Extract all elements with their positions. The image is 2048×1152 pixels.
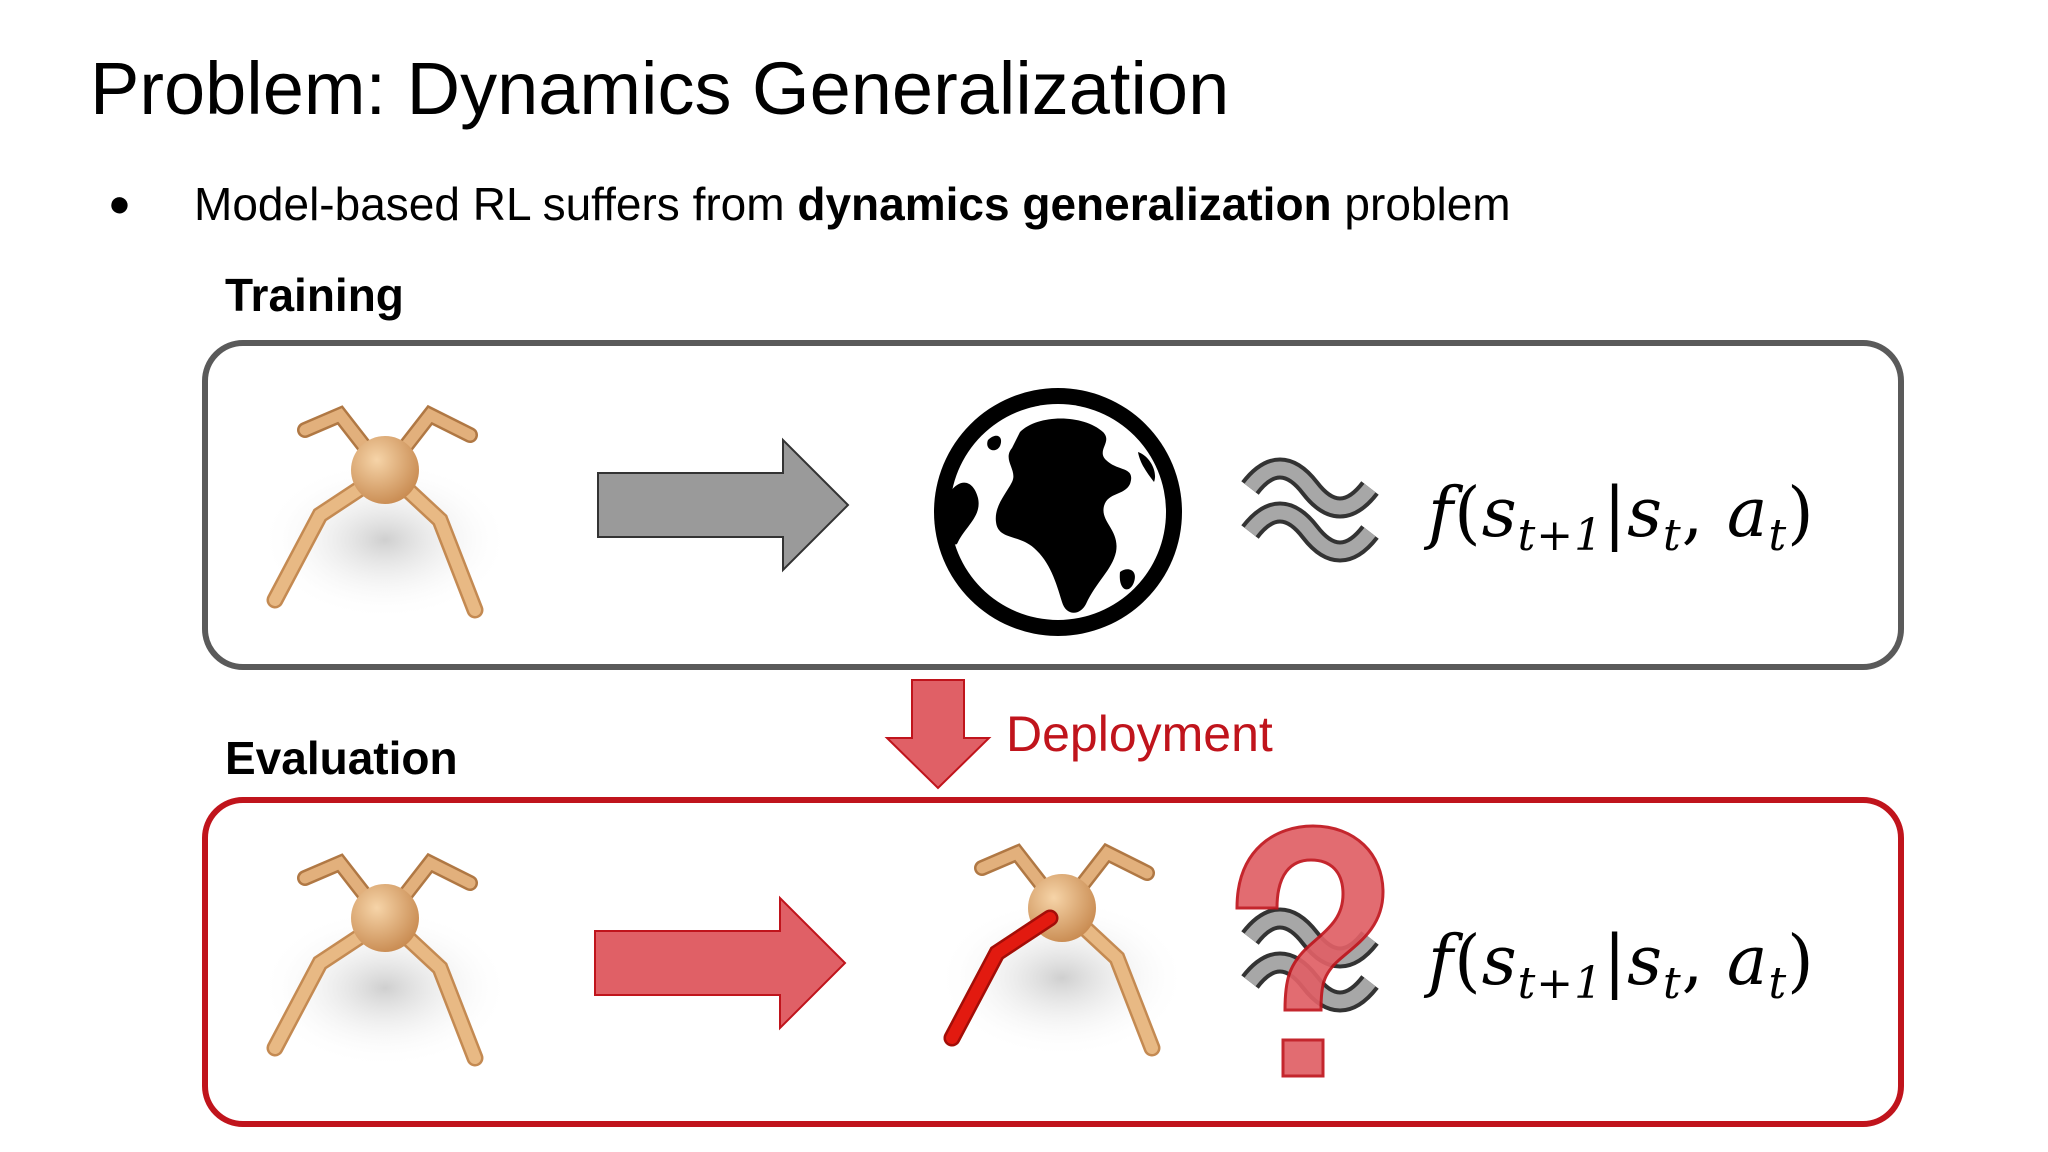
dynamics-formula-evaluation: f(st+1|st, at) <box>1428 922 1815 1009</box>
evaluation-box <box>202 797 1904 1127</box>
bullet-text-after: problem <box>1331 178 1511 230</box>
ant-robot-icon <box>260 415 510 620</box>
approx-icon <box>1241 457 1379 563</box>
deployment-label: Deployment <box>1006 706 1273 762</box>
ant-robot-icon <box>260 863 510 1068</box>
dynamics-formula-training: f(st+1|st, at) <box>1428 474 1815 561</box>
arrow-right-icon <box>597 437 850 573</box>
training-label: Training <box>225 269 404 321</box>
globe-icon <box>934 388 1182 636</box>
question-mark-icon <box>1235 824 1385 1078</box>
bullet-point: ● Model-based RL suffers from dynamics ge… <box>108 181 1511 227</box>
arrow-down-icon <box>884 679 992 790</box>
damaged-ant-robot-icon <box>937 853 1187 1058</box>
bullet-text-before: Model-based RL suffers from <box>194 178 798 230</box>
arrow-right-icon <box>594 895 847 1031</box>
slide-title: Problem: Dynamics Generalization <box>90 47 1230 130</box>
training-box <box>202 340 1904 670</box>
bullet-marker: ● <box>108 183 131 225</box>
evaluation-label: Evaluation <box>225 732 458 784</box>
bullet-text-bold: dynamics generalization <box>797 178 1332 230</box>
